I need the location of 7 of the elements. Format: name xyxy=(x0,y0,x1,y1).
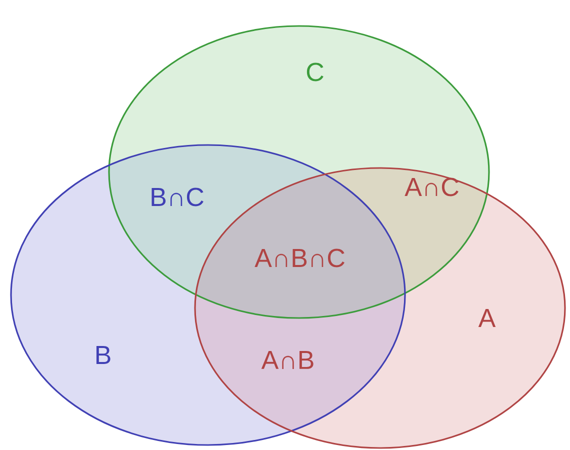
intersection-label: A∩C xyxy=(404,178,458,196)
intersection-label: B∩C xyxy=(152,188,204,206)
set-label: C xyxy=(306,62,324,82)
intersection-label: A∩B xyxy=(261,351,314,369)
set-label: B xyxy=(96,346,110,364)
set-label: A xyxy=(478,309,496,327)
intersection-label: A∩B∩C xyxy=(254,248,344,268)
